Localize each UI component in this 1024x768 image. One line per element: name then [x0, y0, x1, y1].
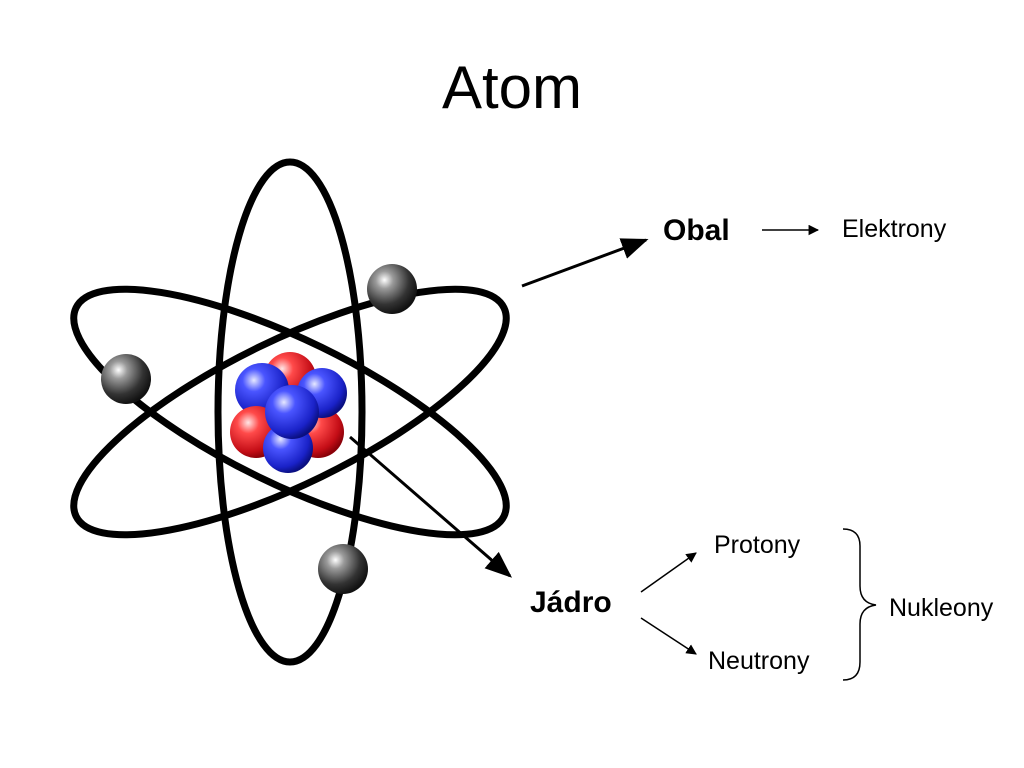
- orbit-tilted-right: [70, 285, 510, 539]
- nucleons-brace: [842, 528, 877, 681]
- orbit-tilted-left: [70, 285, 510, 539]
- electron: [101, 354, 151, 404]
- label-electrons: Elektrony: [842, 215, 947, 243]
- orbits: [70, 158, 510, 666]
- neutron: [265, 385, 319, 439]
- label-nucleons: Nukleony: [889, 594, 994, 622]
- electrons: [101, 264, 417, 594]
- electron: [367, 264, 417, 314]
- electron: [318, 544, 368, 594]
- label-protons: Protony: [714, 531, 801, 559]
- arrow-to-nucleus: [349, 435, 513, 578]
- orbit-vertical: [214, 158, 366, 666]
- nucleus: [230, 352, 347, 473]
- arrow-nucleus-protons: [640, 552, 697, 593]
- label-nucleus: Jádro: [530, 586, 612, 619]
- arrow-to-shell: [521, 238, 649, 288]
- slide-title: Atom: [441, 54, 583, 121]
- arrow-nucleus-neutrons: [640, 617, 697, 655]
- label-shell: Obal: [663, 214, 730, 247]
- label-neutrons: Neutrony: [708, 647, 810, 675]
